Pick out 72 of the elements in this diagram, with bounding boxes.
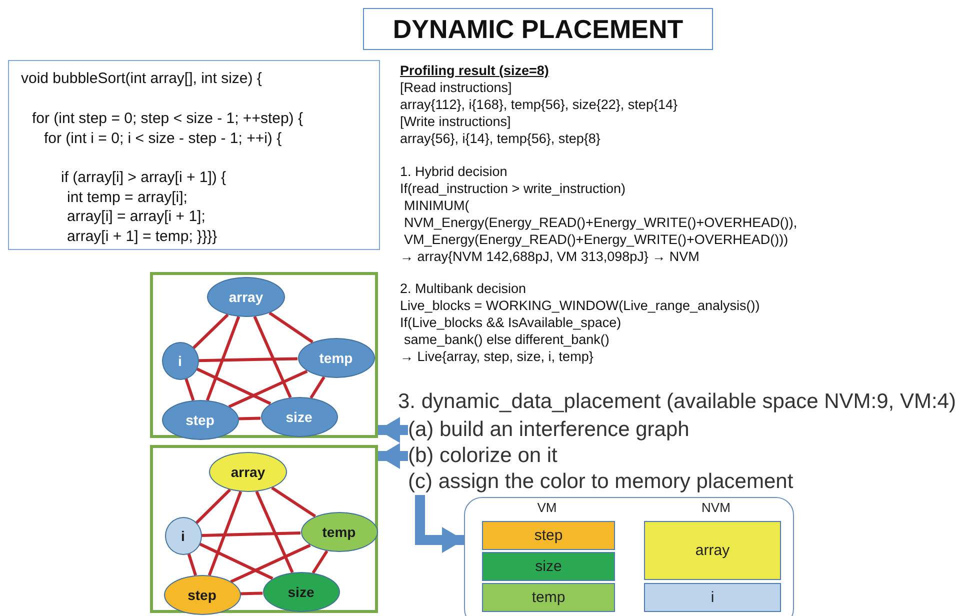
interference-edge bbox=[238, 416, 261, 420]
interference-edge bbox=[208, 491, 242, 576]
profiling-text: [Read instructions] bbox=[400, 80, 512, 95]
profiling-text: VM_Energy(Energy_READ()+Energy_WRITE()+OVERHEAD())) bbox=[404, 232, 788, 247]
graph-node: temp bbox=[300, 512, 378, 552]
interference-edge bbox=[312, 550, 328, 574]
interference-edge bbox=[201, 532, 301, 537]
interference-edge bbox=[271, 486, 316, 518]
profiling-text: Live_blocks = WORKING_WINDOW(Live_range_analysis()) bbox=[400, 298, 760, 313]
memory-cell: size bbox=[482, 552, 615, 581]
profiling-text: NVM_Energy(Energy_READ()+Energy_WRITE()+OVERHEAD()), bbox=[404, 215, 798, 230]
graph-frame bbox=[150, 272, 378, 438]
step-heading: 3. dynamic_data_placement (available space NVM:9, VM:4) bbox=[398, 390, 956, 414]
interference-edge bbox=[310, 376, 326, 399]
interference-edge bbox=[196, 368, 272, 405]
profiling-text: 2. Multibank decision bbox=[400, 281, 526, 296]
graph-node: size bbox=[260, 397, 338, 437]
code-line: array[i + 1] = temp; }}}} bbox=[67, 228, 218, 245]
step-text: (a) build an interference graph bbox=[408, 417, 690, 443]
profiling-text: MINIMUM( bbox=[404, 198, 470, 213]
code-line: void bubbleSort(int array[], int size) { bbox=[21, 70, 262, 87]
graph-node: step bbox=[162, 400, 238, 440]
profiling-text: → array{NVM 142,688pJ, VM 313,098pJ} → NVM bbox=[400, 249, 700, 264]
interference-edge bbox=[255, 490, 294, 574]
interference-edge bbox=[192, 314, 229, 350]
graph-node: step bbox=[164, 575, 240, 615]
interference-edge bbox=[199, 542, 274, 580]
interference-edge bbox=[240, 592, 263, 596]
profiling-text: If(Live_blocks && IsAvailable_space) bbox=[400, 315, 622, 330]
block-arrow bbox=[415, 495, 464, 553]
memory-panel bbox=[464, 497, 794, 616]
step-text: (b) colorize on it bbox=[408, 443, 558, 469]
interference-edge bbox=[184, 378, 195, 401]
block-arrow bbox=[378, 443, 408, 469]
graph-node: size bbox=[262, 572, 340, 612]
graph-node: array bbox=[207, 277, 285, 317]
graph-node: array bbox=[209, 452, 287, 492]
profiling-text: If(read_instruction > write_instruction) bbox=[400, 181, 626, 196]
interference-edge bbox=[230, 544, 311, 584]
section-heading: Profiling result (size=8) bbox=[400, 63, 549, 78]
interference-edge bbox=[187, 554, 198, 576]
code-line: int temp = array[i]; bbox=[67, 189, 188, 206]
code-panel bbox=[8, 60, 380, 250]
profiling-text: same_bank() else different_bank() bbox=[404, 332, 610, 347]
interference-edge bbox=[206, 316, 240, 401]
interference-edge bbox=[228, 370, 308, 408]
interference-edge bbox=[195, 488, 232, 524]
interference-edge bbox=[268, 312, 314, 344]
profiling-text: 1. Hybrid decision bbox=[400, 164, 508, 179]
block-arrow bbox=[378, 417, 408, 443]
profiling-text: → Live{array, step, size, i, temp} bbox=[400, 349, 594, 364]
step-text: (c) assign the color to memory placement bbox=[408, 469, 794, 495]
code-line: for (int step = 0; step < size - 1; ++step) { bbox=[32, 110, 303, 127]
memory-heading: VM bbox=[536, 500, 558, 515]
memory-cell: step bbox=[482, 521, 615, 550]
graph-node: temp bbox=[298, 338, 374, 378]
profiling-text: array{56}, i{14}, temp{56}, step{8} bbox=[400, 131, 600, 146]
memory-cell: temp bbox=[482, 583, 615, 612]
graph-frame bbox=[150, 445, 378, 613]
graph-node: i bbox=[164, 517, 202, 555]
profiling-text: [Write instructions] bbox=[400, 114, 511, 129]
code-line: if (array[i] > array[i + 1]) { bbox=[61, 169, 226, 186]
code-line: for (int i = 0; i < size - step - 1; ++i) { bbox=[44, 130, 282, 147]
graph-node: i bbox=[162, 342, 198, 380]
memory-heading: NVM bbox=[700, 500, 732, 515]
interference-edge bbox=[198, 357, 298, 362]
profiling-text: array{112}, i{168}, temp{56}, size{22}, step{14} bbox=[400, 97, 678, 112]
code-line: array[i] = array[i + 1]; bbox=[67, 208, 206, 225]
memory-cell: array bbox=[644, 521, 781, 580]
title: DYNAMIC PLACEMENT bbox=[363, 8, 713, 50]
interference-edge bbox=[253, 316, 292, 398]
memory-cell: i bbox=[644, 583, 781, 612]
